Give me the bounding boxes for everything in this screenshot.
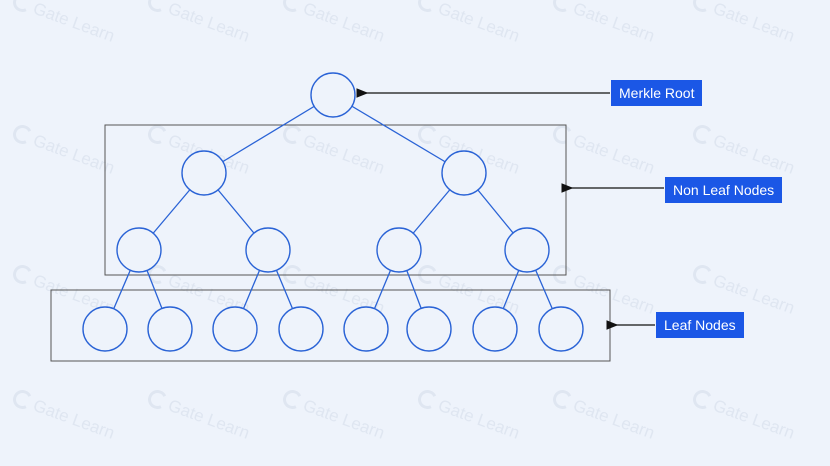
non-leaf-nodes-label: Non Leaf Nodes — [665, 177, 783, 203]
leaf-nodes-label: Leaf Nodes — [656, 312, 744, 338]
non-leaf-node — [504, 227, 550, 273]
root-node — [310, 72, 356, 118]
tree-edges — [104, 94, 562, 330]
non-leaf-node — [376, 227, 422, 273]
leaf-node — [82, 306, 128, 352]
non-leaf-node — [116, 227, 162, 273]
leaf-nodes-box — [50, 289, 611, 362]
non-leaf-node — [181, 150, 227, 196]
leaf-node — [472, 306, 518, 352]
tree-edge — [203, 94, 334, 174]
leaf-node — [538, 306, 584, 352]
merkle-root-label: Merkle Root — [611, 80, 703, 106]
non-leaf-node — [245, 227, 291, 273]
tree-nodes — [82, 72, 584, 352]
leaf-node — [147, 306, 193, 352]
non-leaf-node — [441, 150, 487, 196]
leaf-node — [278, 306, 324, 352]
leaf-node — [343, 306, 389, 352]
non-leaf-nodes-box — [104, 124, 567, 276]
leaf-node — [212, 306, 258, 352]
leaf-node — [406, 306, 452, 352]
tree-edge — [332, 94, 465, 174]
